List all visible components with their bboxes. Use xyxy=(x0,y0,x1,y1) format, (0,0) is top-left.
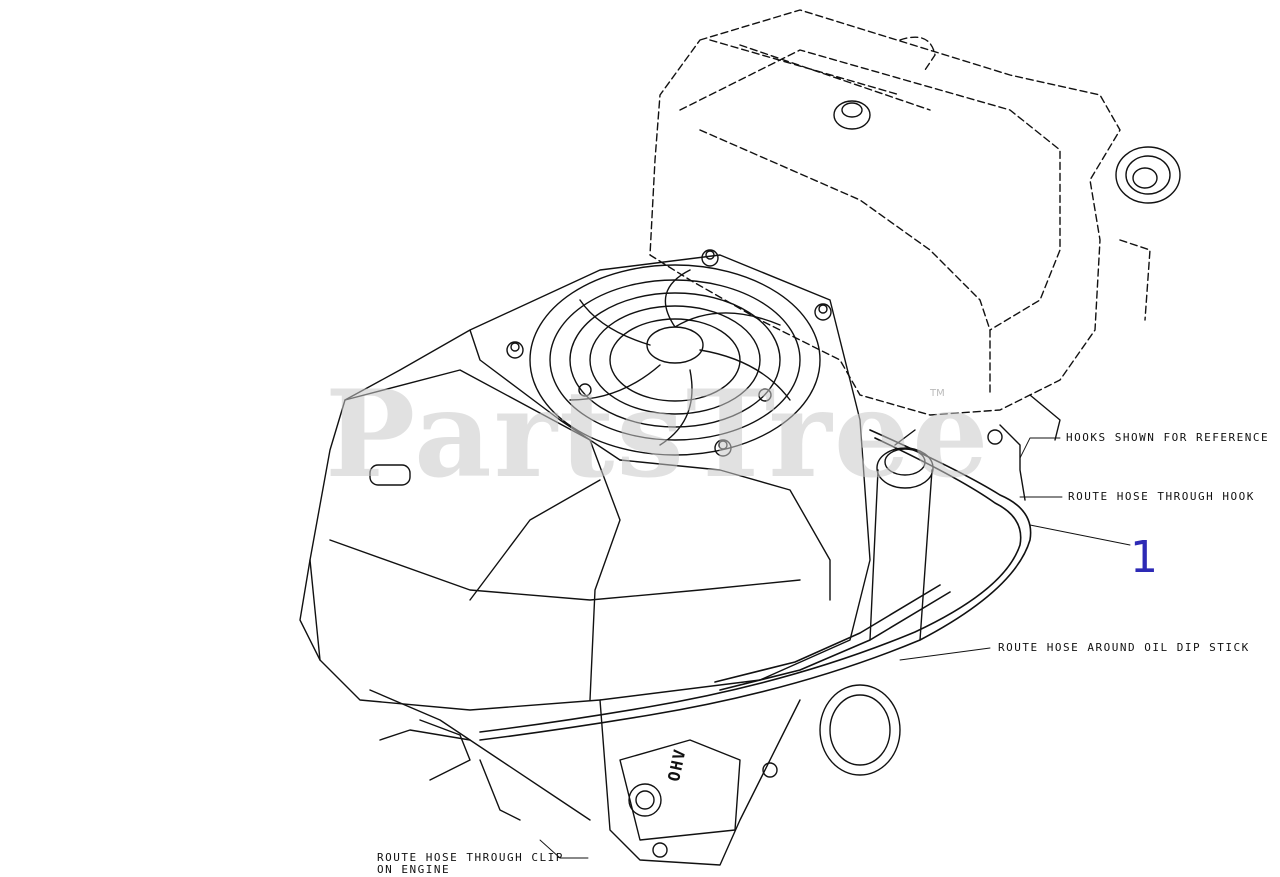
fuel-tank xyxy=(649,9,1151,416)
note-route-clip-line1: ROUTE HOSE THROUGH CLIP xyxy=(377,851,564,864)
oil-dipstick xyxy=(869,429,934,641)
fuel-hose xyxy=(479,429,1032,741)
note-route-dipstick: ROUTE HOSE AROUND OIL DIP STICK xyxy=(998,641,1250,654)
callout-number[interactable]: 1 xyxy=(1130,532,1158,583)
fuel-cap xyxy=(1115,146,1181,204)
watermark-tm: TM xyxy=(930,388,945,399)
watermark: PartsTree xyxy=(325,364,991,505)
tank-hooks xyxy=(987,394,1061,501)
note-hooks: HOOKS SHOWN FOR REFERENCE xyxy=(1066,431,1270,444)
engine-shroud xyxy=(299,254,871,741)
note-route-clip-line2: ON ENGINE xyxy=(377,863,451,876)
shroud-bolts xyxy=(506,249,832,457)
note-engine-badge: OHV xyxy=(664,746,690,784)
fan-screen xyxy=(529,264,821,456)
leader-lines xyxy=(539,437,1131,859)
tank-vent-fitting xyxy=(833,100,871,130)
note-route-hook: ROUTE HOSE THROUGH HOOK xyxy=(1068,490,1255,503)
engine-lower xyxy=(379,684,901,866)
